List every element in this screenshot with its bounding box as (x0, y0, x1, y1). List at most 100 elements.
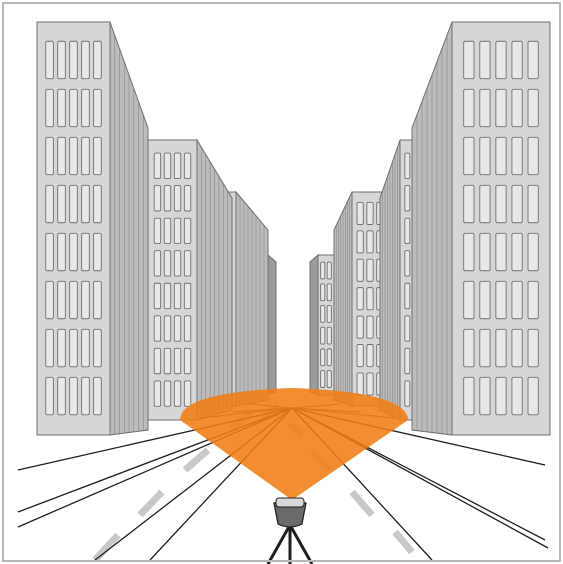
window (94, 89, 102, 126)
window (58, 329, 66, 366)
window (464, 41, 474, 78)
window (528, 377, 538, 414)
window (480, 89, 490, 126)
window (46, 41, 54, 78)
window (82, 185, 90, 222)
window (184, 381, 190, 406)
window (154, 348, 160, 373)
window (464, 89, 474, 126)
building-front-face (37, 22, 110, 435)
window (94, 377, 102, 414)
window (82, 233, 90, 270)
window (94, 185, 102, 222)
window (357, 231, 363, 253)
window (405, 316, 410, 341)
window (164, 283, 170, 308)
window (512, 233, 522, 270)
building-front-face (452, 22, 550, 435)
window (496, 233, 506, 270)
building-right-4 (310, 255, 334, 395)
window (174, 186, 180, 211)
window (164, 348, 170, 373)
window (70, 41, 78, 78)
window (512, 137, 522, 174)
building-right-1 (412, 22, 550, 435)
window (327, 371, 331, 388)
window (70, 377, 78, 414)
window (174, 251, 180, 276)
window (357, 259, 363, 281)
window (174, 218, 180, 243)
window (154, 218, 160, 243)
window (480, 281, 490, 318)
window (512, 185, 522, 222)
window (321, 327, 325, 344)
window (367, 259, 373, 281)
window (94, 233, 102, 270)
window (405, 186, 410, 211)
window (82, 329, 90, 366)
window (82, 377, 90, 414)
window (496, 137, 506, 174)
window (94, 41, 102, 78)
window (405, 218, 410, 243)
window (464, 233, 474, 270)
building-front-face (148, 140, 197, 420)
window (528, 137, 538, 174)
window (174, 316, 180, 341)
window (512, 281, 522, 318)
window (184, 218, 190, 243)
window (357, 344, 363, 366)
window (496, 281, 506, 318)
window (357, 202, 363, 224)
window (321, 305, 325, 322)
window (58, 377, 66, 414)
window (164, 251, 170, 276)
window (321, 284, 325, 301)
window (464, 281, 474, 318)
window (512, 329, 522, 366)
window (480, 377, 490, 414)
window (496, 329, 506, 366)
window (174, 348, 180, 373)
building-left-2 (148, 140, 232, 420)
window (327, 284, 331, 301)
window (46, 137, 54, 174)
window (184, 186, 190, 211)
window (184, 251, 190, 276)
window (58, 41, 66, 78)
window (154, 283, 160, 308)
window (46, 281, 54, 318)
window (528, 329, 538, 366)
window (480, 137, 490, 174)
window (367, 288, 373, 310)
window (82, 41, 90, 78)
window (154, 251, 160, 276)
window (405, 348, 410, 373)
window (357, 316, 363, 338)
window (94, 137, 102, 174)
window (70, 329, 78, 366)
window (70, 89, 78, 126)
window (70, 233, 78, 270)
window (82, 89, 90, 126)
window (164, 218, 170, 243)
window (154, 153, 160, 178)
window (464, 137, 474, 174)
window (164, 381, 170, 406)
window (357, 373, 363, 395)
window (367, 202, 373, 224)
window (154, 186, 160, 211)
window (46, 377, 54, 414)
window (94, 281, 102, 318)
window (82, 137, 90, 174)
window (528, 185, 538, 222)
window (70, 281, 78, 318)
window (184, 316, 190, 341)
window (164, 153, 170, 178)
window (70, 137, 78, 174)
window (184, 153, 190, 178)
window (357, 288, 363, 310)
window (405, 283, 410, 308)
window (405, 153, 410, 178)
